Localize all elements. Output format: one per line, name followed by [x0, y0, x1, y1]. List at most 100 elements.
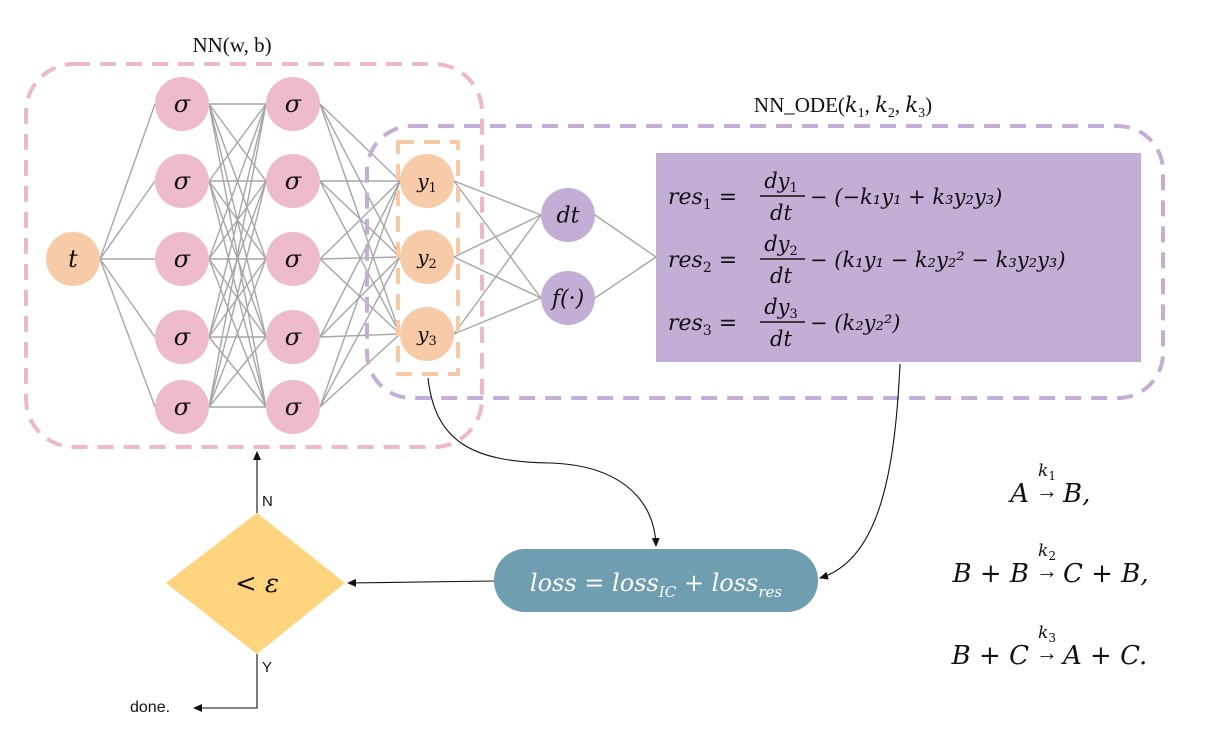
hidden1-node-sigma: σ	[155, 380, 209, 434]
input-node-t-circle	[46, 232, 100, 286]
edge-output-operator	[453, 180, 542, 216]
reaction-rate-constant: k2	[1038, 541, 1056, 563]
hidden2-node-sigma-circle	[266, 310, 320, 364]
edge-hidden1-hidden2	[208, 336, 267, 408]
edge-hidden2-output	[319, 256, 401, 408]
no-label: N	[262, 493, 273, 510]
edge-input-hidden1	[99, 258, 156, 338]
edge-output-operator	[453, 256, 542, 299]
reaction-arrow-icon: →	[1036, 558, 1058, 583]
node-label: σ	[174, 245, 191, 273]
residual-lhs: res3 =	[668, 311, 737, 339]
edge-hidden2-output	[319, 256, 401, 338]
reaction-rate-constant: k1	[1038, 461, 1056, 483]
output-node-y1: y1	[400, 154, 454, 208]
output-node-y2: y2	[400, 230, 454, 284]
derivative-denominator: dt	[770, 264, 792, 288]
hidden2-node-sigma: σ	[266, 310, 320, 364]
edge-hidden2-output	[319, 180, 401, 258]
done-label: done.	[130, 699, 170, 716]
residual-equations: res1 = dy1 dt − (−k₁y₁ + k₃y₂y₃) res2 = dy2…	[668, 169, 1066, 351]
node-label: σ	[174, 167, 191, 195]
edge-hidden2-output	[319, 180, 401, 260]
hidden2-node-sigma-circle	[266, 77, 320, 131]
residual-rhs: − (−k₁y₁ + k₃y₂y₃)	[810, 185, 1002, 209]
node-label: σ	[174, 90, 191, 118]
edge-operator-residual	[594, 256, 657, 299]
outputs-to-loss-arrow	[427, 377, 660, 547]
hidden2-node-sigma: σ	[266, 77, 320, 131]
loss-box	[494, 549, 818, 612]
edge-hidden2-output	[319, 333, 401, 408]
node-label: σ	[285, 245, 302, 273]
hidden1-node-sigma-circle	[155, 154, 209, 208]
loss-equation: loss = lossIC + lossres	[530, 569, 782, 601]
input-node-t: t	[46, 232, 100, 286]
hidden1-node-sigma-circle	[155, 77, 209, 131]
derivative-denominator: dt	[770, 201, 792, 225]
edge-output-operator	[453, 180, 542, 299]
decision-diamond	[166, 513, 345, 654]
node-label: σ	[285, 323, 302, 351]
yes-branch-arrow	[193, 654, 258, 712]
nn-block-border	[24, 62, 484, 449]
edge-output-operator	[453, 214, 542, 335]
node-label: y3	[416, 322, 437, 349]
node-label: t	[68, 245, 78, 273]
operator-node-dt-circle	[541, 188, 595, 242]
edge-hidden1-hidden2	[208, 258, 267, 338]
ode-block-label: NN_ODE(k1, k2, k3)	[754, 93, 932, 121]
residual-box	[656, 153, 1141, 362]
hidden2-node-sigma-circle	[266, 380, 320, 434]
edge-input-hidden1	[99, 258, 156, 408]
yes-label: Y	[262, 659, 272, 676]
hidden1-node-sigma-circle	[155, 232, 209, 286]
edge-hidden1-hidden2	[208, 103, 267, 338]
derivative-denominator: dt	[770, 327, 792, 351]
hidden2-node-sigma: σ	[266, 380, 320, 434]
edge-operator-residual	[594, 214, 657, 258]
node-label: σ	[285, 393, 302, 421]
edge-hidden1-hidden2	[208, 258, 267, 408]
reaction-2: B + Bk2→C + B,	[951, 541, 1148, 589]
hidden1-node-sigma: σ	[155, 77, 209, 131]
derivative-numerator: dy1	[764, 169, 798, 196]
reaction-products: B,	[1062, 479, 1090, 509]
operator-node-f: f(·)	[541, 271, 595, 325]
operator-node-f-circle	[541, 271, 595, 325]
residual-to-loss-arrow	[819, 363, 901, 580]
residual-lhs: res1 =	[668, 185, 737, 213]
edge-output-operator	[453, 214, 542, 258]
edge-input-hidden1	[99, 103, 156, 260]
output-node-y1-circle	[400, 154, 454, 208]
node-label: y1	[416, 169, 437, 196]
output-node-y3-circle	[400, 307, 454, 361]
output-node-y3: y3	[400, 307, 454, 361]
node-label: σ	[174, 323, 191, 351]
edge-hidden2-output	[319, 180, 401, 408]
derivative-numerator: dy2	[764, 232, 798, 259]
reaction-arrow-icon: →	[1036, 478, 1058, 503]
hidden2-node-sigma: σ	[266, 232, 320, 286]
hidden1-node-sigma-circle	[155, 310, 209, 364]
output-node-y2-circle	[400, 230, 454, 284]
network-edges	[99, 103, 657, 408]
node-label: dt	[557, 203, 580, 228]
reaction-products: A + C.	[1061, 641, 1147, 671]
loss-to-decision-arrow	[347, 578, 495, 587]
ode-block-border	[365, 124, 1165, 400]
reaction-reactants: B + C	[951, 641, 1029, 671]
decision-label: < ε	[235, 569, 279, 599]
nn-block-label: NN(w, b)	[192, 33, 271, 57]
edge-input-hidden1	[99, 180, 156, 260]
edge-output-operator	[453, 297, 542, 335]
hidden1-node-sigma: σ	[155, 232, 209, 286]
residual-lhs: res2 =	[668, 248, 737, 276]
reaction-products: C + B,	[1063, 559, 1149, 589]
edge-hidden1-hidden2	[208, 103, 267, 260]
residual-rhs: − (k₂y₂²)	[810, 311, 901, 335]
hidden1-node-sigma-circle	[155, 380, 209, 434]
node-label: y2	[416, 245, 437, 272]
